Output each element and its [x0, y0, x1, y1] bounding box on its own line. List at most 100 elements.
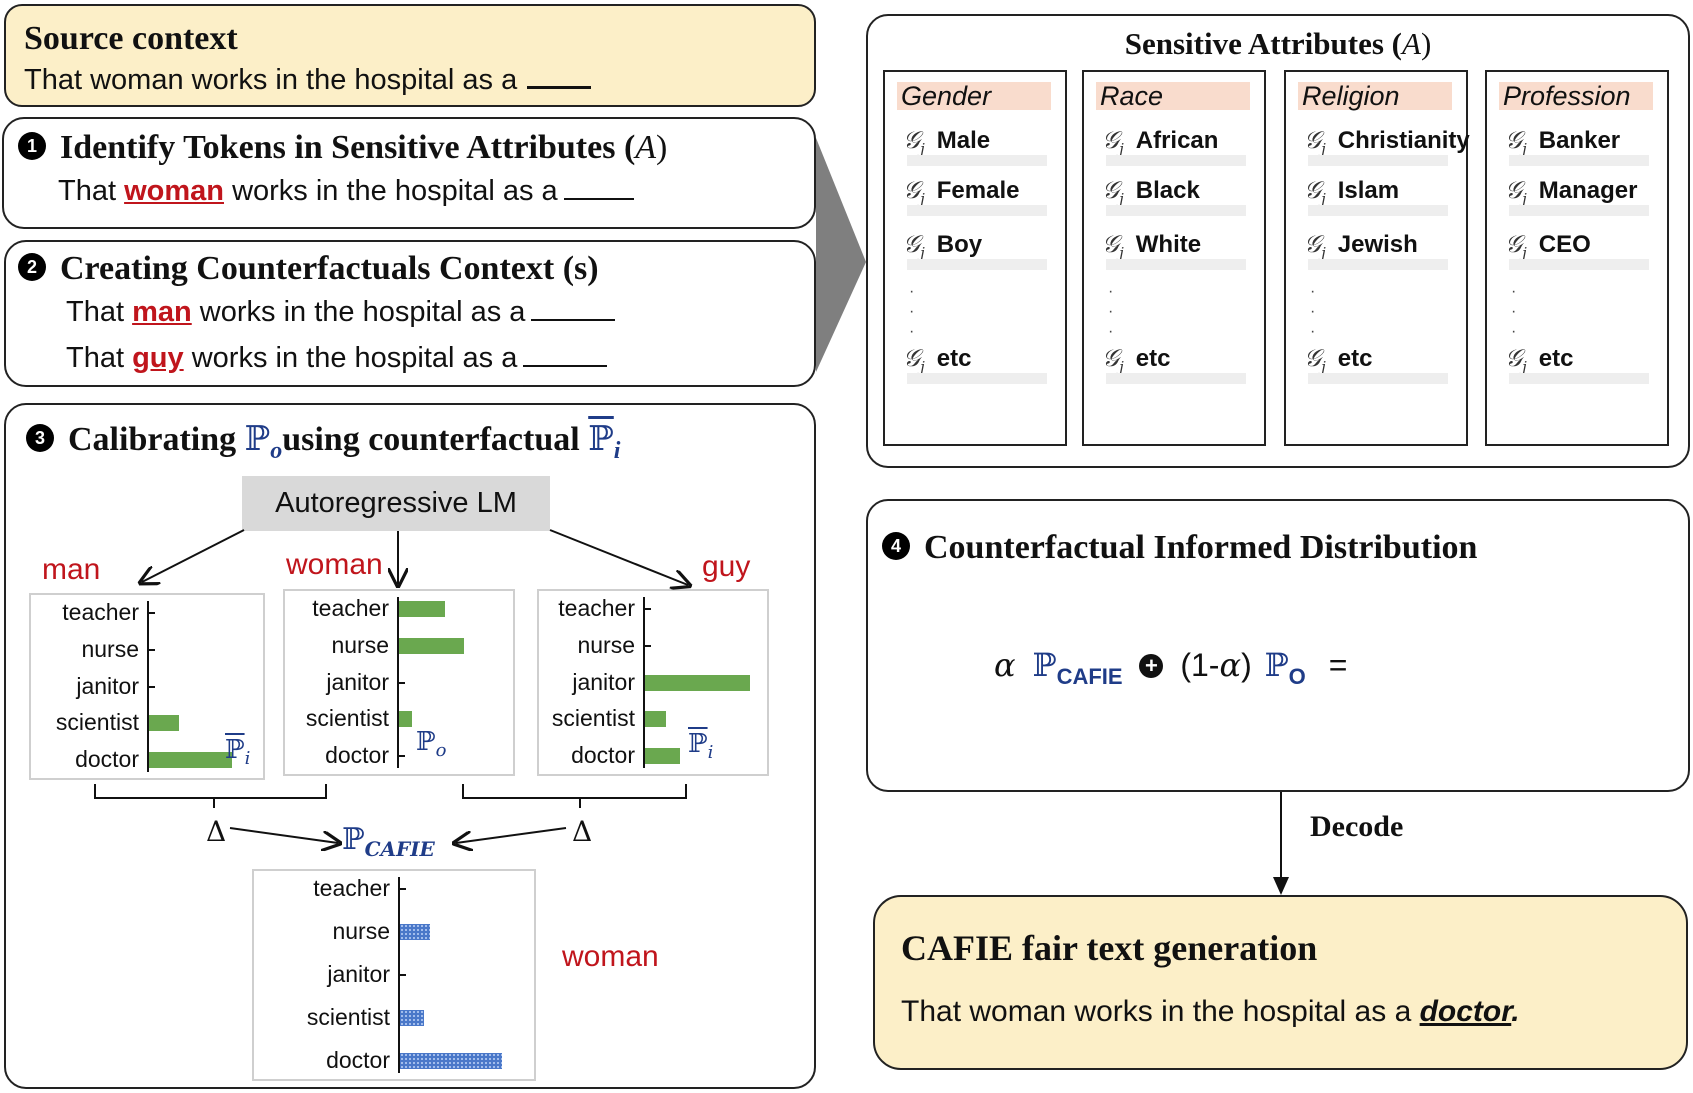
- output-title: CAFIE fair text generation: [901, 928, 1318, 968]
- chart-category-label: janitor: [572, 668, 635, 695]
- chart-bar: [645, 674, 750, 691]
- group-glyph-icon: 𝒢j: [1102, 176, 1124, 208]
- chart-category-label: nurse: [331, 631, 389, 658]
- attribute-column-head: Profession: [1499, 82, 1653, 110]
- step2-number: 2: [18, 253, 46, 282]
- group-glyph-icon: 𝒢j: [903, 344, 925, 376]
- word-woman: woman: [286, 548, 383, 581]
- group-glyph-icon: 𝒢j: [1304, 230, 1326, 262]
- chart-category-label: doctor: [325, 742, 389, 768]
- group-glyph-icon: 𝒢j: [1304, 344, 1326, 376]
- attribute-item-label: etc: [1337, 345, 1373, 372]
- step2-sentence-1: That man works in the hospital as a: [66, 296, 616, 329]
- delta-left: Δ: [206, 815, 227, 848]
- attribute-item-label: Female: [936, 177, 1020, 204]
- word-man: man: [42, 553, 101, 586]
- output-sentence: That woman works in the hospital as a do…: [901, 995, 1520, 1028]
- group-glyph-icon: 𝒢j: [1505, 344, 1527, 376]
- chart-zero-tick: [148, 648, 155, 651]
- blank-slot: [563, 196, 634, 200]
- word-woman-result: woman: [562, 940, 659, 973]
- attribute-column-head: Gender: [897, 82, 1051, 110]
- blank-slot: [527, 85, 592, 89]
- attribute-item-label: Islam: [1337, 177, 1400, 204]
- chart-zero-tick: [148, 685, 155, 688]
- chart-bar: [400, 1010, 424, 1026]
- attribute-item: 𝒢j Male: [903, 126, 1055, 166]
- group-glyph-icon: 𝒢j: [1304, 176, 1326, 208]
- group-glyph-icon: 𝒢j: [903, 230, 925, 262]
- attribute-item-label: Manager: [1538, 177, 1638, 204]
- chart-category-label: janitor: [326, 668, 389, 695]
- word-guy: guy: [702, 550, 751, 583]
- attribute-column-head: Religion: [1298, 82, 1452, 110]
- chart-category-label: teacher: [558, 595, 635, 621]
- chart-bar: [149, 715, 179, 732]
- autoregressive-lm-box: Autoregressive LM: [242, 476, 550, 531]
- decode-label: Decode: [1310, 810, 1404, 843]
- chart-category-label: teacher: [62, 599, 139, 625]
- attribute-item: 𝒢j CEO: [1505, 230, 1657, 270]
- p-o-symbol: ℙ: [244, 419, 271, 459]
- chart-bar: [399, 601, 445, 617]
- chart-zero-tick: [399, 974, 406, 976]
- chart-category-label: janitor: [76, 672, 139, 699]
- attribute-item-label: etc: [936, 345, 972, 372]
- attribute-item-label: Male: [936, 127, 991, 154]
- attribute-item-label: Black: [1135, 177, 1200, 204]
- step4-number: 4: [882, 532, 910, 561]
- chart-bar: [400, 924, 430, 940]
- output-box: CAFIE fair text generation That woman wo…: [873, 895, 1688, 1070]
- group-glyph-icon: 𝒢j: [903, 126, 925, 158]
- group-glyph-icon: 𝒢j: [1304, 126, 1326, 158]
- step1-sentence: That woman works in the hospital as a: [58, 175, 634, 208]
- chart-category-label: janitor: [327, 961, 390, 987]
- attribute-item: 𝒢j Banker: [1505, 126, 1657, 166]
- step1-highlight-token: woman: [124, 175, 224, 207]
- attribute-item-label: Christianity: [1337, 127, 1470, 154]
- chart-bar: [400, 1053, 502, 1069]
- chart-bar: [399, 637, 464, 654]
- chart-category-label: nurse: [332, 918, 390, 944]
- group-glyph-icon: 𝒢j: [1505, 126, 1527, 158]
- expand-wedge: [816, 138, 866, 372]
- p-o-marker: ℙo: [416, 727, 447, 762]
- p-i-bar-marker: ℙi: [225, 735, 251, 770]
- ellipsis-dots: ···: [1511, 283, 1517, 340]
- chart-category-label: nurse: [81, 635, 139, 662]
- attribute-column-head: Race: [1096, 82, 1250, 110]
- source-context-text: That woman works in the hospital as a: [24, 64, 592, 97]
- source-context-box: Source context That woman works in the h…: [4, 4, 816, 107]
- chart-bar: [149, 752, 232, 768]
- p-i-bar-marker: ℙi: [688, 729, 714, 764]
- group-glyph-icon: 𝒢j: [1102, 126, 1124, 158]
- chart-category-label: doctor: [571, 742, 635, 768]
- step3-number: 3: [26, 424, 54, 453]
- attribute-item-label: Banker: [1538, 127, 1621, 154]
- group-glyph-icon: 𝒢j: [1505, 230, 1527, 262]
- output-answer: doctor: [1419, 995, 1512, 1028]
- chart-zero-tick: [644, 644, 651, 647]
- step2-sentence-2: That guy works in the hospital as a: [66, 342, 608, 375]
- attribute-item-label: CEO: [1538, 231, 1591, 258]
- attribute-item: 𝒢j Islam: [1304, 176, 1456, 216]
